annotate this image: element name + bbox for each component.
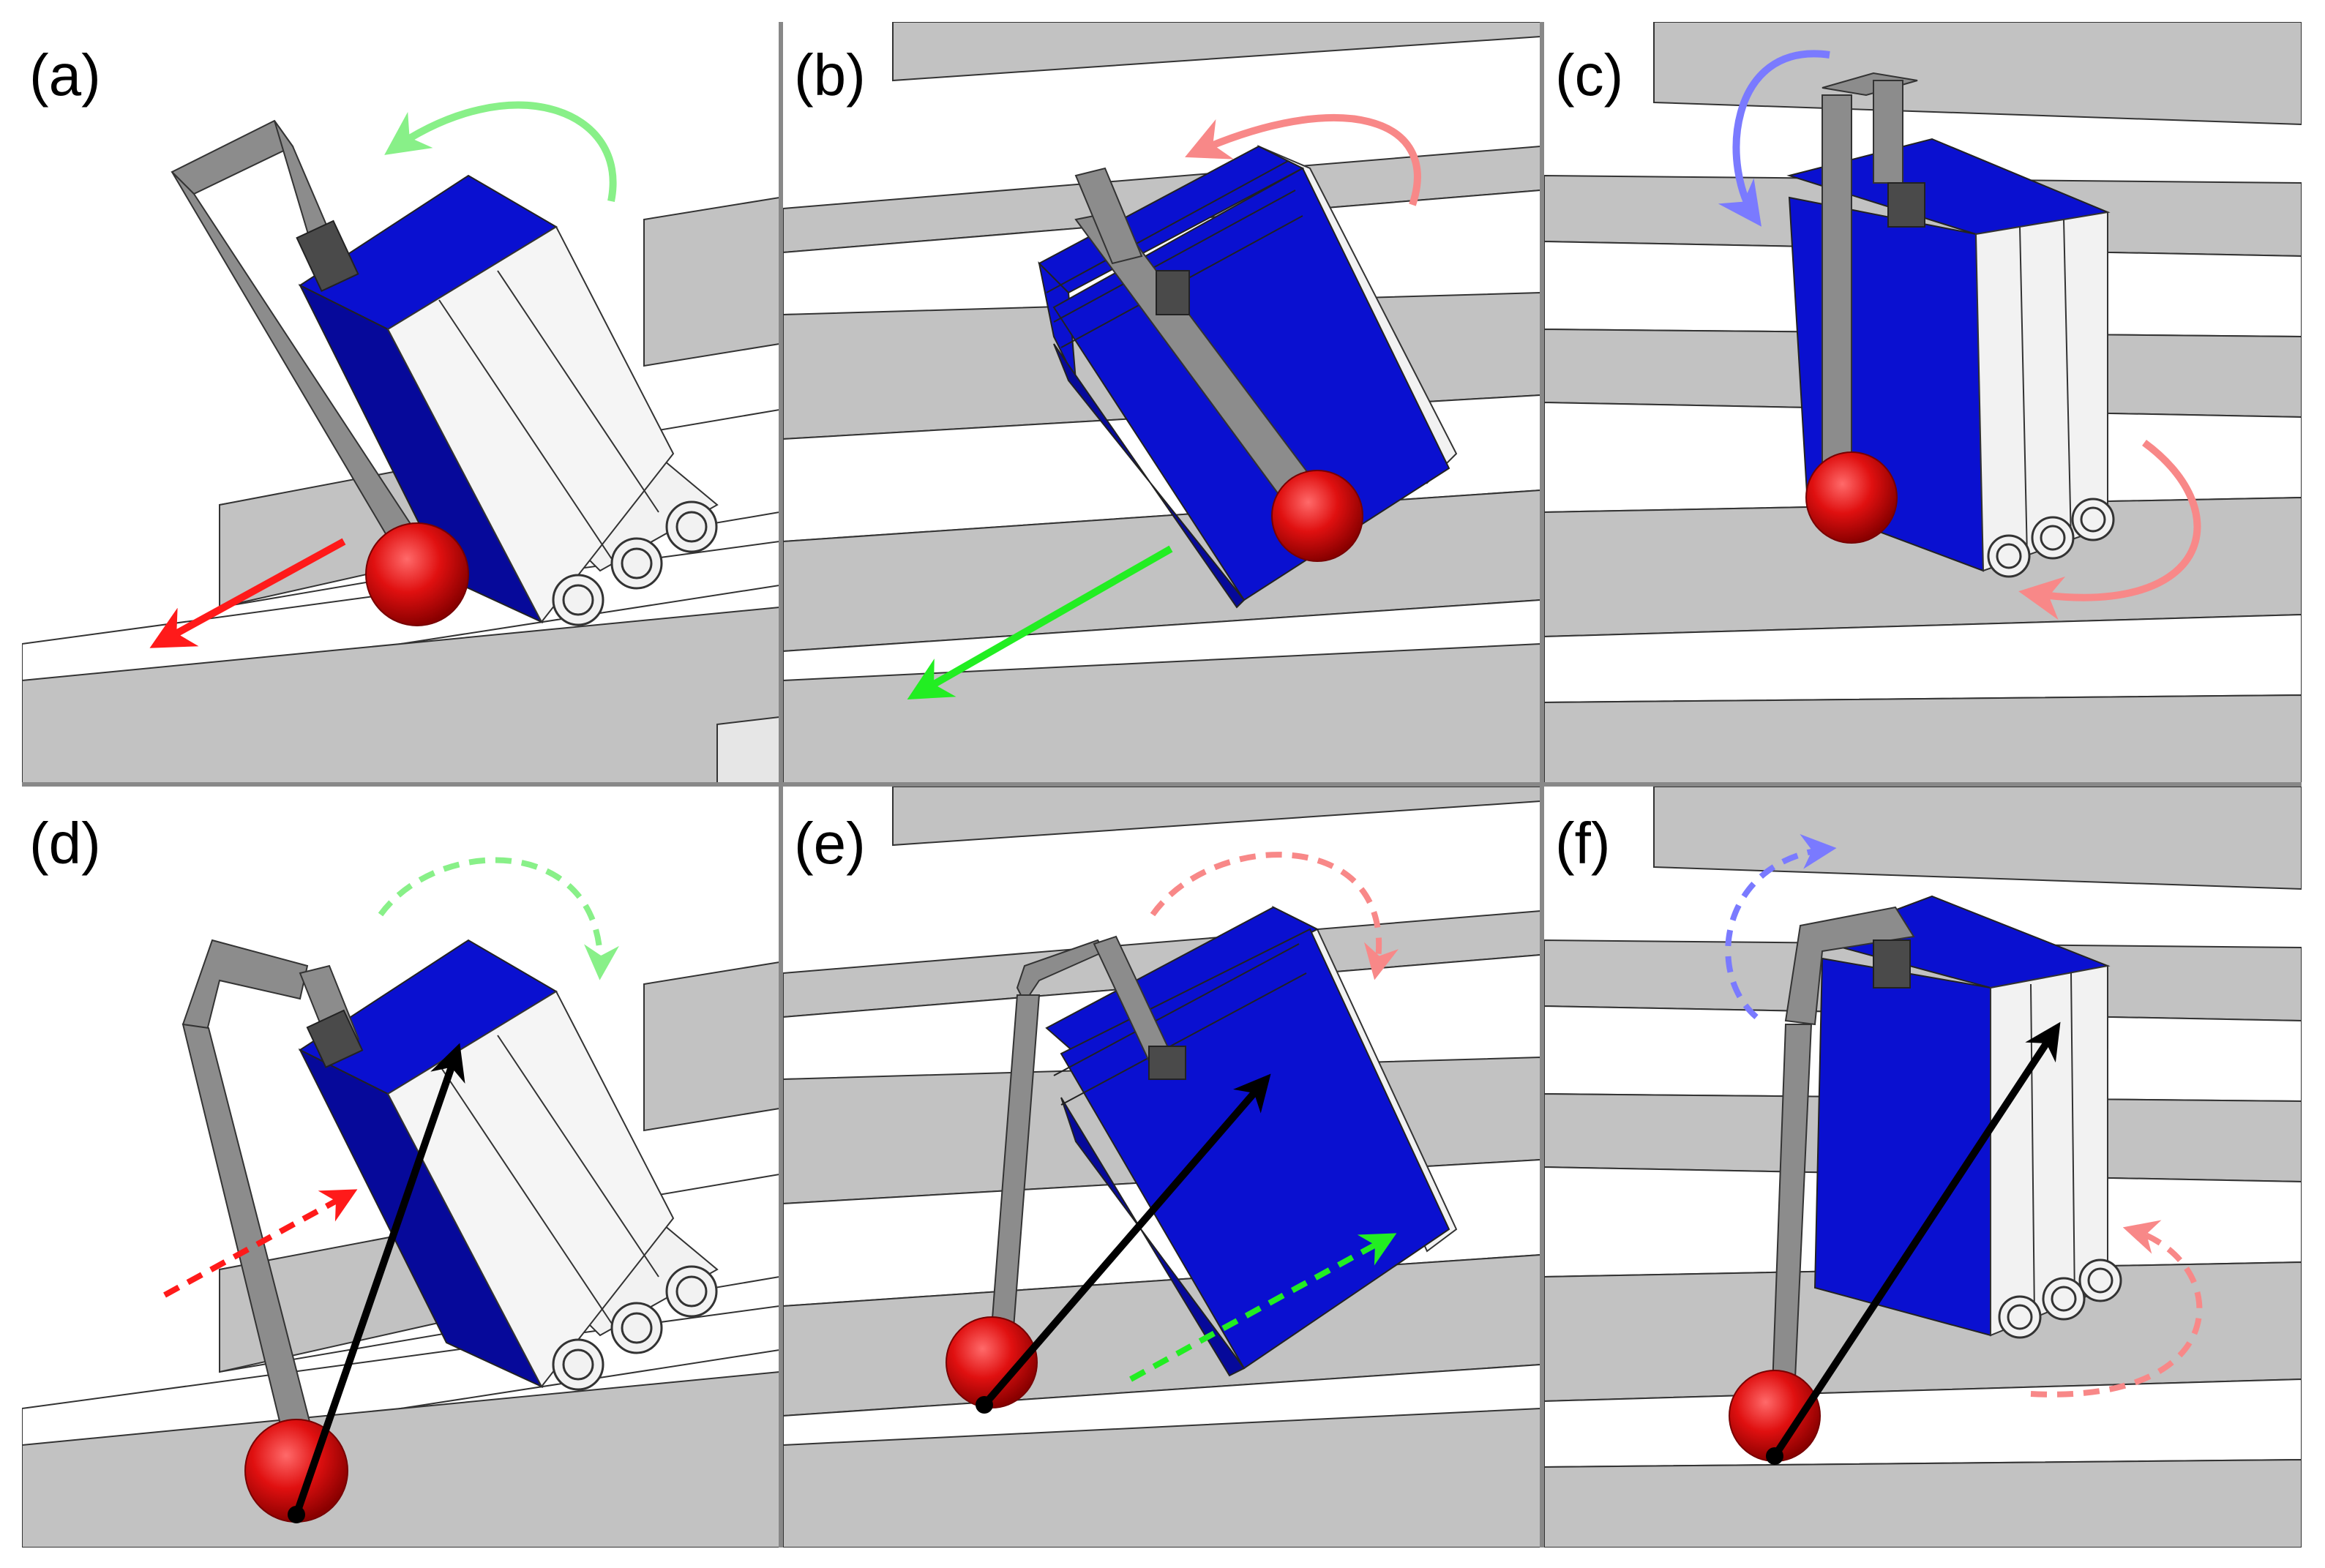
panel-f — [1544, 787, 2302, 1548]
curved-arrow-icon — [378, 857, 619, 980]
straight-arrow-icon — [149, 538, 346, 648]
robot — [171, 119, 719, 626]
curved-arrow-icon — [1185, 114, 1421, 206]
panel-b — [783, 22, 1540, 783]
black-vector-arrow-icon — [293, 1043, 465, 1516]
foot-ball — [1805, 451, 1898, 544]
panel-a — [22, 101, 779, 783]
curved-arrow-icon — [384, 101, 617, 202]
black-vector-arrow-icon — [1771, 1021, 2061, 1458]
curved-arrow-icon — [1150, 852, 1399, 980]
panel-label-d: (d) — [29, 811, 101, 876]
black-vector-arrow-icon — [981, 1073, 1271, 1408]
curved-arrow-icon — [2018, 439, 2201, 620]
foot-ball — [1271, 470, 1363, 562]
robot — [181, 939, 719, 1447]
robot — [1770, 895, 2122, 1428]
panel-c — [1544, 22, 2302, 783]
foot-ball — [365, 522, 469, 626]
panel-label-f: (f) — [1555, 811, 1611, 876]
curved-arrow-icon — [2030, 1220, 2203, 1398]
panel-label-c: (c) — [1555, 42, 1623, 108]
curved-arrow-icon — [1718, 50, 1830, 227]
panel-e — [783, 787, 1540, 1548]
panel-label-a: (a) — [29, 42, 101, 108]
straight-arrow-icon — [1129, 1233, 1397, 1382]
panel-label-e: (e) — [794, 811, 866, 876]
panel-dividers — [22, 22, 2302, 1548]
straight-arrow-icon — [163, 1189, 358, 1298]
curved-arrow-icon — [1725, 833, 1837, 1020]
panel-label-b: (b) — [794, 42, 866, 108]
straight-arrow-icon — [907, 545, 1173, 699]
panel-d — [22, 857, 779, 1548]
